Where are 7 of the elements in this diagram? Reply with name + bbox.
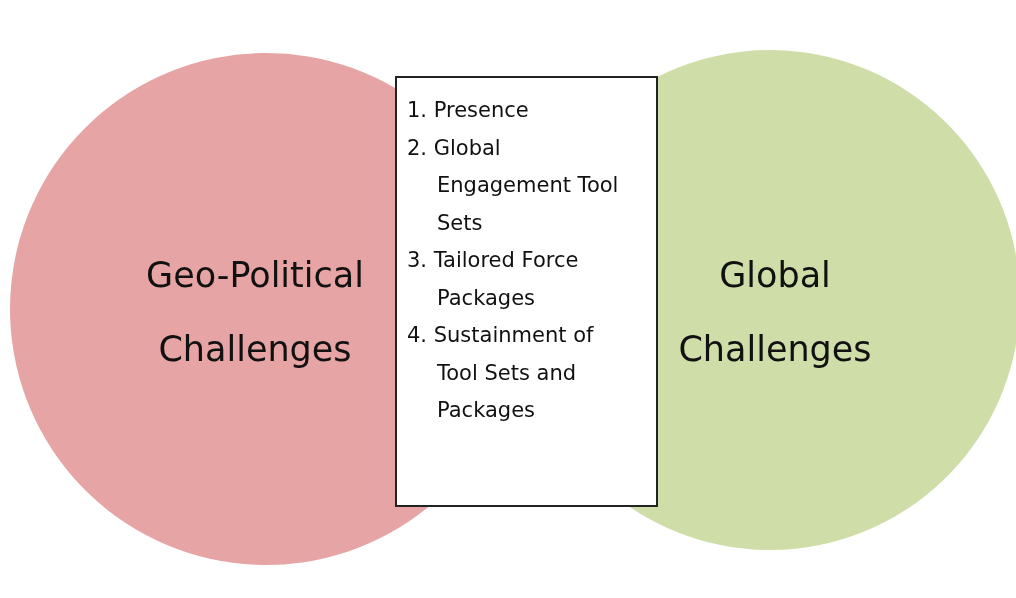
list-box (395, 76, 658, 507)
list-item: 2. Global Engagement Tool Sets (407, 134, 620, 237)
circle-label: Geo-Political Challenges (145, 254, 365, 371)
list-item: 3. Tailored Force Packages (407, 247, 580, 312)
list-item: 1. Presence (407, 97, 530, 124)
list-item: 4. Sustainment of Tool Sets and Packages (407, 322, 595, 424)
circle-label: Global Challenges (677, 254, 873, 371)
